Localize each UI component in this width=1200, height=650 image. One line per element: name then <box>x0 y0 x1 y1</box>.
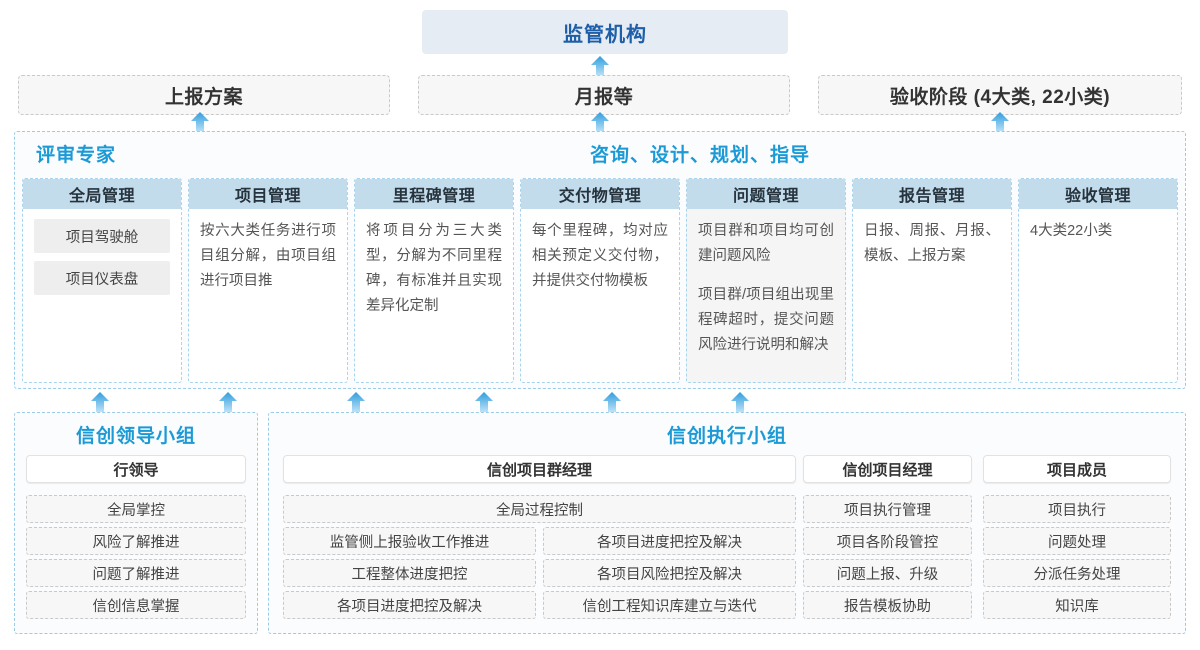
project-member-item-2[interactable]: 问题处理 <box>983 527 1171 555</box>
top-box-report-plan[interactable]: 上报方案 <box>18 75 390 115</box>
module-column-deliverable-management[interactable]: 交付物管理 每个里程碑，均对应相关预定义交付物，并提供交付物模板 <box>520 178 680 383</box>
role-header-label: 行领导 <box>113 461 159 479</box>
module-column-body: 按六大类任务进行项目组分解，由项目组进行项目推 <box>189 209 347 294</box>
item-label: 项目执行 <box>1048 502 1106 519</box>
module-column-global-management[interactable]: 全局管理 项目驾驶舱 项目仪表盘 <box>22 178 182 383</box>
item-label: 全局掌控 <box>107 502 165 519</box>
project-manager-item-2[interactable]: 项目各阶段管控 <box>803 527 972 555</box>
item-label: 分派任务处理 <box>1033 566 1121 583</box>
item-label: 全局过程控制 <box>496 502 583 519</box>
role-header-program-manager[interactable]: 信创项目群经理 <box>283 455 796 483</box>
project-manager-item-3[interactable]: 问题上报、升级 <box>803 559 972 587</box>
arrow-up-icon-to-monthly-report <box>590 112 610 134</box>
module-description: 项目群和项目均可创建问题风险 <box>698 223 834 264</box>
item-label: 信创信息掌握 <box>92 598 180 615</box>
module-column-report-management[interactable]: 报告管理 日报、周报、月报、模板、上报方案 <box>852 178 1012 383</box>
module-description: 4大类22小类 <box>1030 223 1113 239</box>
module-description: 项目群/项目组出现里程碑超时，提交问题风险进行说明和解决 <box>698 287 834 353</box>
program-manager-item-full[interactable]: 全局过程控制 <box>283 495 796 523</box>
module-column-header: 问题管理 <box>687 179 845 209</box>
arrow-up-icon-to-acceptance-stage <box>990 112 1010 134</box>
module-column-header: 全局管理 <box>23 179 181 209</box>
module-column-header: 里程碑管理 <box>355 179 513 209</box>
item-label: 监管侧上报验收工作推进 <box>329 534 490 551</box>
leadership-item-2[interactable]: 风险了解推进 <box>26 527 246 555</box>
module-description: 每个里程碑，均对应相关预定义交付物，并提供交付物模板 <box>532 223 668 289</box>
top-box-acceptance-stage[interactable]: 验收阶段 (4大类, 22小类) <box>818 75 1182 115</box>
module-column-body: 日报、周报、月报、模板、上报方案 <box>853 209 1011 269</box>
module-column-body: 将项目分为三大类型，分解为不同里程碑，有标准并且实现差异化定制 <box>355 209 513 319</box>
item-label: 报告模板协助 <box>844 598 931 615</box>
role-header-project-manager[interactable]: 信创项目经理 <box>803 455 972 483</box>
arrow-up-icon-to-regulator <box>590 56 610 78</box>
middle-panel-title-left: 评审专家 <box>36 145 117 166</box>
arrow-up-icon-col-4 <box>474 392 494 414</box>
program-manager-item-a3[interactable]: 各项目进度把控及解决 <box>283 591 536 619</box>
project-manager-item-1[interactable]: 项目执行管理 <box>803 495 972 523</box>
arrow-up-icon-col-6 <box>730 392 750 414</box>
arrow-up-icon-col-5 <box>602 392 622 414</box>
item-label: 各项目进度把控及解决 <box>337 598 482 615</box>
role-header-label: 项目成员 <box>1046 461 1107 479</box>
module-column-body: 4大类22小类 <box>1019 209 1177 244</box>
project-member-item-3[interactable]: 分派任务处理 <box>983 559 1171 587</box>
top-box-label: 上报方案 <box>164 86 243 108</box>
item-label: 信创工程知识库建立与迭代 <box>582 598 757 615</box>
module-column-header: 项目管理 <box>189 179 347 209</box>
top-box-monthly-report[interactable]: 月报等 <box>418 75 790 115</box>
execution-group-title: 信创执行小组 <box>666 426 787 447</box>
program-manager-item-b1[interactable]: 各项目进度把控及解决 <box>543 527 796 555</box>
program-manager-item-b3[interactable]: 信创工程知识库建立与迭代 <box>543 591 796 619</box>
item-label: 风险了解推进 <box>92 534 180 551</box>
item-label: 项目各阶段管控 <box>836 534 939 551</box>
module-column-issue-management[interactable]: 问题管理 项目群和项目均可创建问题风险 项目群/项目组出现里程碑超时，提交问题风… <box>686 178 846 383</box>
item-label: 知识库 <box>1055 598 1099 615</box>
module-column-header: 验收管理 <box>1019 179 1177 209</box>
module-column-acceptance-management[interactable]: 验收管理 4大类22小类 <box>1018 178 1178 383</box>
module-column-header: 交付物管理 <box>521 179 679 209</box>
regulator-label: 监管机构 <box>563 23 647 46</box>
role-header-bank-leader[interactable]: 行领导 <box>26 455 246 483</box>
module-chip[interactable]: 项目仪表盘 <box>34 261 170 295</box>
top-box-label: 验收阶段 (4大类, 22小类) <box>889 86 1111 108</box>
leadership-item-1[interactable]: 全局掌控 <box>26 495 246 523</box>
module-chip[interactable]: 项目驾驶舱 <box>34 219 170 253</box>
arrow-up-icon-to-report-plan <box>190 112 210 134</box>
module-column-project-management[interactable]: 项目管理 按六大类任务进行项目组分解，由项目组进行项目推 <box>188 178 348 383</box>
middle-panel-title-right: 咨询、设计、规划、指导 <box>589 145 810 166</box>
project-member-item-1[interactable]: 项目执行 <box>983 495 1171 523</box>
program-manager-item-a1[interactable]: 监管侧上报验收工作推进 <box>283 527 536 555</box>
project-manager-item-4[interactable]: 报告模板协助 <box>803 591 972 619</box>
role-header-label: 信创项目经理 <box>842 461 933 479</box>
item-label: 问题上报、升级 <box>836 566 939 583</box>
item-label: 项目执行管理 <box>844 502 931 519</box>
module-description: 按六大类任务进行项目组分解，由项目组进行项目推 <box>200 223 336 289</box>
role-header-label: 信创项目群经理 <box>486 461 592 479</box>
arrow-up-icon-col-3 <box>346 392 366 414</box>
arrow-up-icon-col-1 <box>90 392 110 414</box>
item-label: 各项目进度把控及解决 <box>597 534 742 551</box>
arrow-up-icon-col-2 <box>218 392 238 414</box>
item-label: 问题处理 <box>1048 534 1106 551</box>
top-box-label: 月报等 <box>574 86 634 108</box>
module-column-body: 每个里程碑，均对应相关预定义交付物，并提供交付物模板 <box>521 209 679 294</box>
role-header-project-member[interactable]: 项目成员 <box>983 455 1171 483</box>
leadership-item-4[interactable]: 信创信息掌握 <box>26 591 246 619</box>
project-member-item-4[interactable]: 知识库 <box>983 591 1171 619</box>
leadership-group-title: 信创领导小组 <box>75 426 196 447</box>
item-label: 工程整体进度把控 <box>351 566 468 583</box>
program-manager-item-b2[interactable]: 各项目风险把控及解决 <box>543 559 796 587</box>
regulator-box: 监管机构 <box>422 10 788 54</box>
item-label: 问题了解推进 <box>92 566 180 583</box>
module-column-body: 项目群和项目均可创建问题风险 项目群/项目组出现里程碑超时，提交问题风险进行说明… <box>687 209 845 358</box>
leadership-item-3[interactable]: 问题了解推进 <box>26 559 246 587</box>
module-column-header: 报告管理 <box>853 179 1011 209</box>
module-description: 日报、周报、月报、模板、上报方案 <box>864 223 1000 264</box>
item-label: 各项目风险把控及解决 <box>597 566 742 583</box>
module-column-body: 项目驾驶舱 项目仪表盘 <box>23 209 181 295</box>
program-manager-item-a2[interactable]: 工程整体进度把控 <box>283 559 536 587</box>
module-column-milestone-management[interactable]: 里程碑管理 将项目分为三大类型，分解为不同里程碑，有标准并且实现差异化定制 <box>354 178 514 383</box>
module-description: 将项目分为三大类型，分解为不同里程碑，有标准并且实现差异化定制 <box>366 223 502 314</box>
